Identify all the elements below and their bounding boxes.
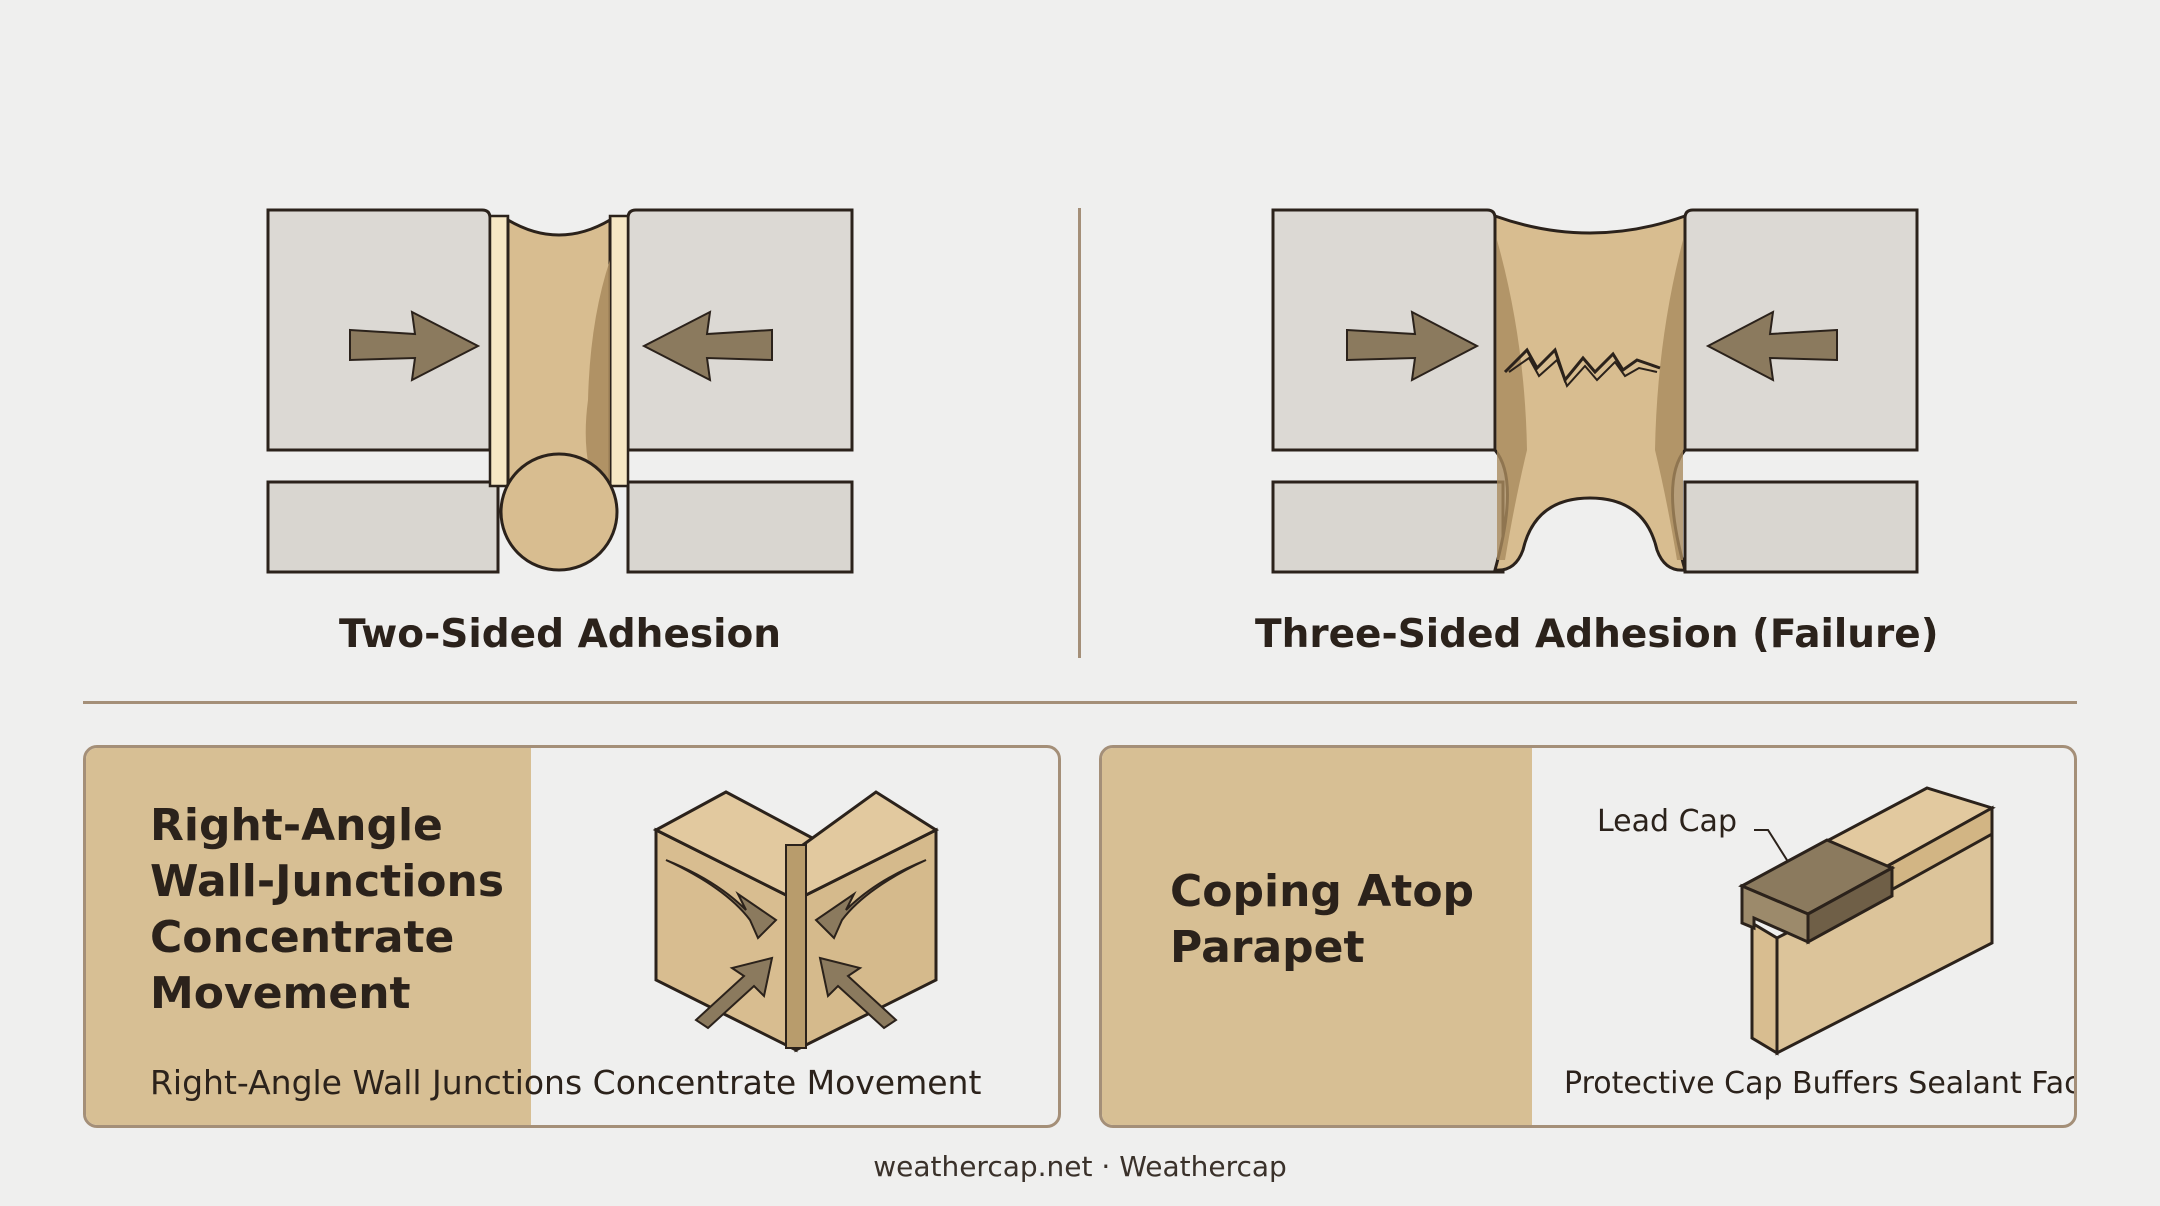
panel-title: Right-Angle Wall-Junctions Concentrate M… [150, 800, 505, 1019]
three-sided-adhesion-caption: Three-Sided Adhesion (Failure) [1255, 612, 1939, 657]
horizontal-divider [83, 701, 2077, 704]
compression-arrow-right [1346, 310, 1480, 382]
panel-title: Coping Atop Parapet [1170, 866, 1475, 973]
lead-cap-label: Lead Cap [1597, 804, 1737, 839]
lower-block-left [1271, 480, 1505, 574]
two-sided-adhesion-diagram [266, 208, 854, 574]
upper-block-right [1683, 208, 1919, 452]
wall-junction-panel: Right-Angle Wall-Junctions Concentrate M… [83, 745, 1061, 1128]
stress-arrow-upper-right [814, 859, 927, 940]
panel-band [1102, 748, 1532, 1125]
upper-block-left [266, 208, 492, 452]
compression-arrow-right [349, 310, 481, 382]
lead-cap-leader [1754, 829, 1793, 869]
upper-block-right [626, 208, 854, 452]
junction-joint [785, 844, 807, 1049]
wall-junction-illustration [652, 790, 940, 1053]
sealant-shadow-right [1655, 240, 1683, 560]
lower-block-right [1683, 480, 1919, 574]
coping-panel: Coping Atop Parapet Lead Cap Protective … [1099, 745, 2077, 1128]
sealant-shadow [585, 260, 610, 500]
panel-caption: Right-Angle Wall Junctions Concentrate M… [150, 1063, 982, 1102]
lead-cap-front [1740, 883, 1810, 945]
backer-rod [499, 452, 619, 572]
three-sided-adhesion-diagram [1271, 208, 1919, 574]
lower-block-right [626, 480, 854, 574]
lower-block-left [266, 480, 500, 574]
stress-arrow-upper-left [665, 859, 778, 940]
primer-strip-right [608, 214, 630, 488]
coping-illustration [1738, 786, 1996, 1056]
stress-arrow-lower-right [818, 956, 898, 1030]
two-sided-adhesion-caption: Two-Sided Adhesion [338, 612, 782, 657]
vertical-divider [1078, 208, 1081, 658]
sealant-shadow-left [1497, 240, 1527, 560]
crack-line-inner [1508, 356, 1658, 388]
stress-arrow-lower-left [694, 956, 774, 1030]
sealant-fill [1493, 213, 1687, 572]
panel-caption: Protective Cap Buffers Sealant Face [1564, 1066, 2077, 1101]
parapet-front [1750, 920, 1779, 1056]
compression-arrow-left [1705, 310, 1838, 382]
footer-credit: weathercap.net · Weathercap [873, 1150, 1287, 1183]
upper-block-left [1271, 208, 1497, 452]
primer-strip-left [488, 214, 510, 488]
crack-line [1503, 347, 1661, 384]
panel-band [86, 748, 531, 1125]
compression-arrow-left [641, 310, 773, 382]
